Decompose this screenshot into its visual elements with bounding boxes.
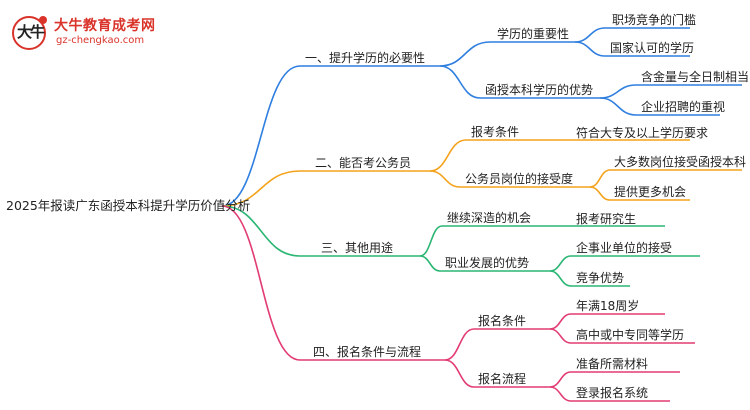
leaf-equal-value: 含金量与全日制相当 bbox=[641, 70, 750, 84]
branch-civil-service: 二、能否考公务员 bbox=[315, 156, 412, 170]
connector-b3-c2 bbox=[419, 255, 441, 272]
node-exam-conditions: 报考条件 bbox=[471, 125, 520, 139]
leaf-competitive-edge: 竞争优势 bbox=[576, 271, 625, 285]
leaf-more-opportunities: 提供更多机会 bbox=[614, 185, 687, 199]
connector-root-b4 bbox=[221, 205, 301, 361]
leaf-employer-valued: 企业招聘的重视 bbox=[641, 100, 726, 114]
connector-b4-l1 bbox=[549, 313, 572, 330]
leaf-high-school-equivalent: 高中或中专同等学历 bbox=[576, 328, 685, 342]
connector-b1-l4 bbox=[599, 97, 637, 116]
connector-b2-c2 bbox=[429, 170, 461, 188]
logo-url: gz-chengkao.com bbox=[56, 35, 145, 46]
node-correspondence-advantage: 函授本科学历的优势 bbox=[485, 83, 594, 97]
connector-b1-c2 bbox=[439, 65, 481, 99]
connector-b3-l3 bbox=[549, 270, 572, 287]
connector-b1-l3 bbox=[599, 84, 637, 99]
connector-b2-l3 bbox=[589, 186, 611, 201]
branch-other-uses: 三、其他用途 bbox=[321, 241, 394, 255]
leaf-age-18: 年满18周岁 bbox=[576, 299, 640, 313]
connector-b1-l1 bbox=[574, 27, 606, 43]
branch-registration: 四、报名条件与流程 bbox=[313, 345, 422, 359]
connector-b2-c1 bbox=[429, 139, 467, 172]
connector-b2-l2 bbox=[589, 169, 611, 188]
connector-b3-l2 bbox=[549, 255, 572, 272]
node-registration-conditions: 报名条件 bbox=[478, 314, 527, 328]
logo-mark-icon: 大牛 bbox=[12, 16, 47, 50]
leaf-most-posts-accept: 大多数岗位接受函授本科 bbox=[614, 155, 747, 169]
connector-b4-l2 bbox=[549, 328, 572, 344]
root-node: 2025年报读广东函授本科提升学历价值分析 bbox=[6, 198, 251, 213]
connector-root-b2 bbox=[221, 170, 301, 207]
site-logo[interactable]: 大牛 大牛教育成考网 gz-chengkao.com bbox=[6, 6, 176, 50]
leaf-login-system: 登录报名系统 bbox=[576, 386, 649, 400]
branch-necessity: 一、提升学历的必要性 bbox=[305, 51, 426, 65]
connector-b4-l4 bbox=[549, 386, 572, 402]
connector-root-b1 bbox=[221, 65, 301, 207]
node-post-acceptance: 公务员岗位的接受度 bbox=[465, 172, 574, 186]
node-career-advantage: 职业发展的优势 bbox=[445, 256, 530, 270]
connector-b1-l2 bbox=[574, 41, 606, 57]
connector-b4-c1 bbox=[444, 328, 475, 361]
connector-b4-c2 bbox=[444, 359, 475, 388]
connector-b3-c1 bbox=[419, 225, 443, 257]
leaf-college-required: 符合大专及以上学历要求 bbox=[576, 126, 709, 140]
leaf-postgraduate: 报考研究生 bbox=[576, 212, 637, 226]
leaf-career-threshold: 职场竞争的门槛 bbox=[612, 13, 697, 27]
node-registration-process: 报名流程 bbox=[478, 372, 527, 386]
node-further-study: 继续深造的机会 bbox=[447, 211, 532, 225]
leaf-enterprise-acceptance: 企事业单位的接受 bbox=[576, 241, 673, 255]
leaf-prepare-materials: 准备所需材料 bbox=[576, 357, 649, 371]
node-degree-importance: 学历的重要性 bbox=[497, 27, 570, 41]
logo-name: 大牛教育成考网 bbox=[54, 18, 156, 34]
connector-b1-c1 bbox=[439, 41, 491, 67]
connector-b4-l3 bbox=[549, 371, 572, 388]
leaf-state-recognized: 国家认可的学历 bbox=[610, 41, 695, 55]
connector-root-b3 bbox=[221, 205, 301, 257]
